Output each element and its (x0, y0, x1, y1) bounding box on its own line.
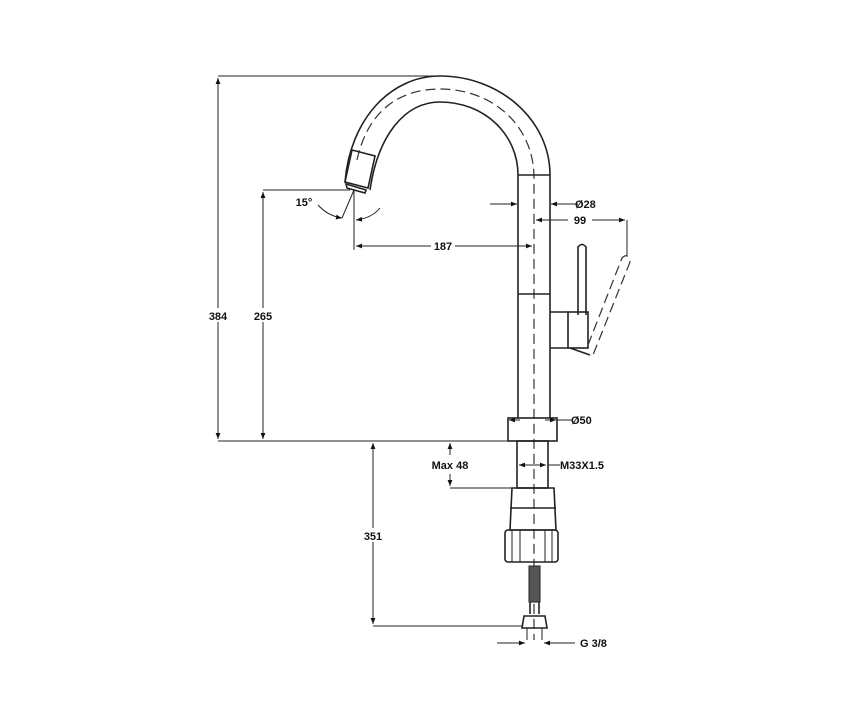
label-spout-angle: 15° (296, 197, 313, 209)
label-hose-length: 351 (364, 531, 382, 543)
label-hose-connection: G 3/8 (580, 638, 607, 650)
hose (528, 565, 541, 603)
handle-lever (577, 243, 587, 315)
label-handle-offset: 99 (574, 215, 586, 227)
handle-open-position (587, 255, 631, 356)
label-spout-reach: 187 (434, 241, 452, 253)
label-spout-height: 265 (254, 311, 272, 323)
label-thread: M33X1.5 (560, 460, 604, 472)
label-max-deck: Max 48 (432, 460, 469, 472)
handle-body (567, 311, 589, 349)
knurled-nut (504, 529, 559, 563)
label-spout-diameter: Ø28 (575, 199, 596, 211)
mounting-nut (509, 487, 557, 531)
base-flange (507, 417, 558, 442)
nozzle (344, 149, 376, 189)
faucet-body (344, 75, 631, 640)
dimension-lines (215, 75, 628, 646)
label-base-diameter: Ø50 (571, 415, 592, 427)
dimension-labels: 384 265 15° 187 Ø28 99 Ø50 M33X1.5 Max 4… (207, 197, 607, 650)
hose-connector-nut (521, 615, 548, 629)
label-total-height: 384 (209, 311, 228, 323)
